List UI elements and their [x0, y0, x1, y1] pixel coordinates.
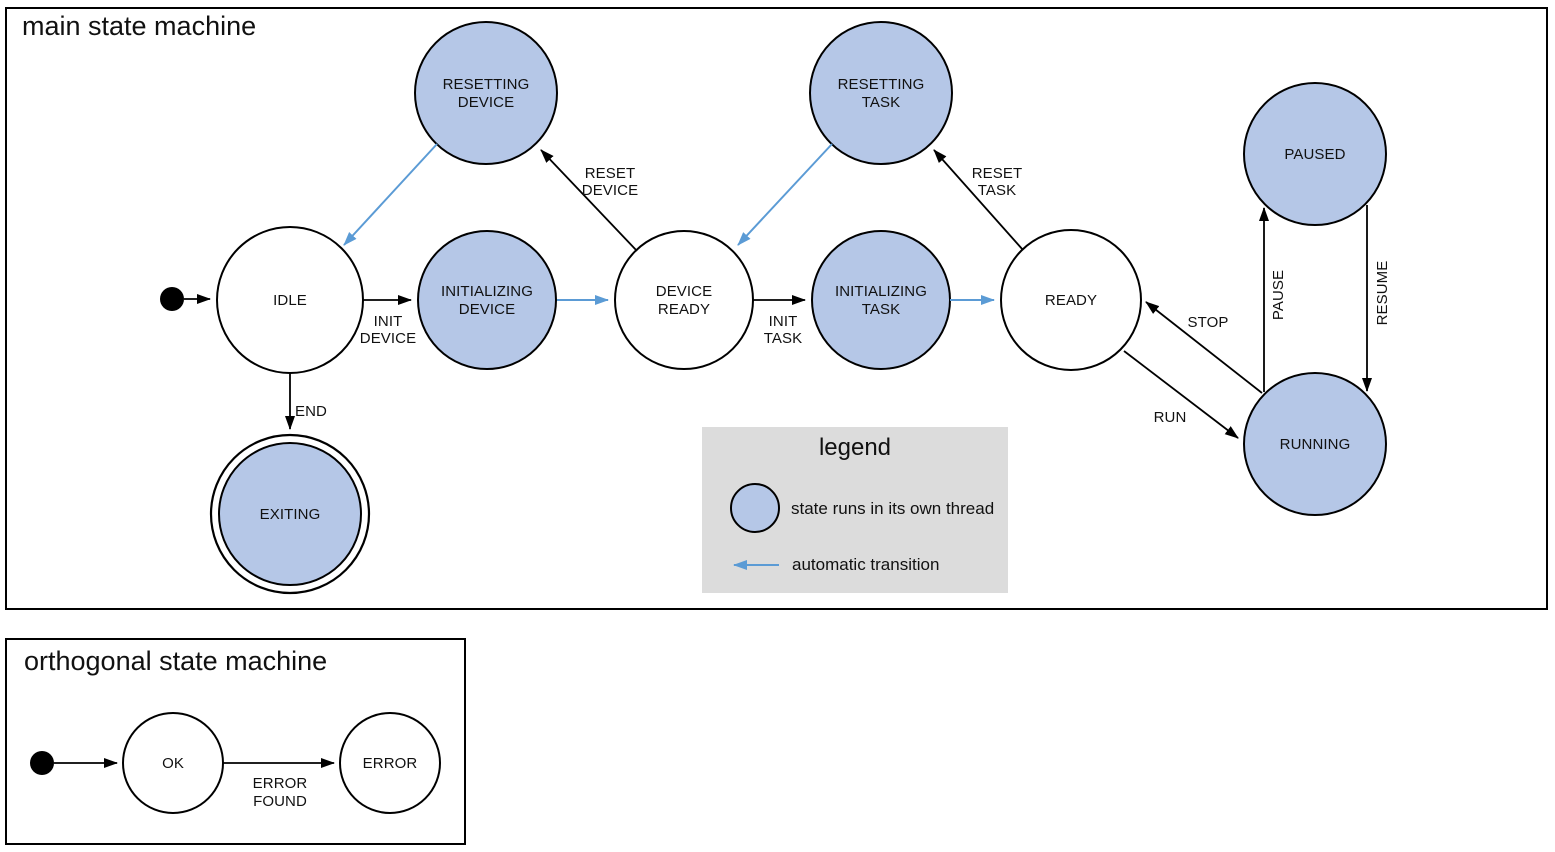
threaded-state-icon — [730, 483, 780, 533]
state-running: RUNNING — [1243, 372, 1387, 516]
transition-ready-to-resetting-task — [933, 149, 1024, 251]
transition-label-running-to-ready: STOP — [1188, 314, 1229, 331]
initial-state-dot — [30, 751, 54, 775]
state-label-error: ERROR — [363, 755, 418, 772]
transition-resetting-device-to-idle — [343, 143, 438, 246]
state-label-idle: IDLE — [273, 292, 307, 309]
transition-label-running-to-paused: PAUSE — [1270, 270, 1287, 320]
transition-label-idle-to-exiting: END — [295, 403, 327, 420]
state-circle-exiting — [218, 442, 362, 586]
legend-threaded-state-label: state runs in its own thread — [791, 499, 995, 518]
state-exiting: EXITING — [209, 433, 371, 595]
state-circle-error — [339, 712, 441, 814]
transition-resetting-task-to-device-ready — [737, 143, 833, 246]
state-ok: OK — [122, 712, 224, 814]
state-ready: READY — [1000, 229, 1142, 371]
state-circle-resetting-device — [414, 21, 558, 165]
state-idle: IDLE — [216, 226, 364, 374]
legend-auto-transition-label: automatic transition — [792, 555, 940, 574]
state-circle-initializing-task — [811, 230, 951, 370]
state-circle-paused — [1243, 82, 1387, 226]
state-label-paused: PAUSED — [1284, 146, 1345, 163]
transition-label-paused-to-running: RESUME — [1374, 261, 1391, 326]
state-paused: PAUSED — [1243, 82, 1387, 226]
transition-device-ready-to-resetting-device — [540, 149, 638, 252]
legend-title: legend — [818, 434, 892, 461]
state-circle-device-ready — [614, 230, 754, 370]
state-label-running: RUNNING — [1280, 436, 1351, 453]
transition-label-ready-to-running: RUN — [1154, 409, 1187, 426]
transition-ready-to-running — [1123, 350, 1239, 439]
state-error: ERROR — [339, 712, 441, 814]
state-circle-resetting-task — [809, 21, 953, 165]
transition-running-to-ready — [1145, 301, 1263, 394]
state-label-ok: OK — [162, 755, 184, 772]
state-circle-ready — [1000, 229, 1142, 371]
state-circle-initializing-device — [417, 230, 557, 370]
state-label-exiting: EXITING — [260, 506, 321, 523]
state-label-ready: READY — [1045, 292, 1097, 309]
main-machine-title: main state machine — [22, 11, 257, 41]
state-circle-running — [1243, 372, 1387, 516]
orthogonal-machine-title: orthogonal state machine — [24, 646, 328, 676]
initial-state-dot — [160, 287, 184, 311]
